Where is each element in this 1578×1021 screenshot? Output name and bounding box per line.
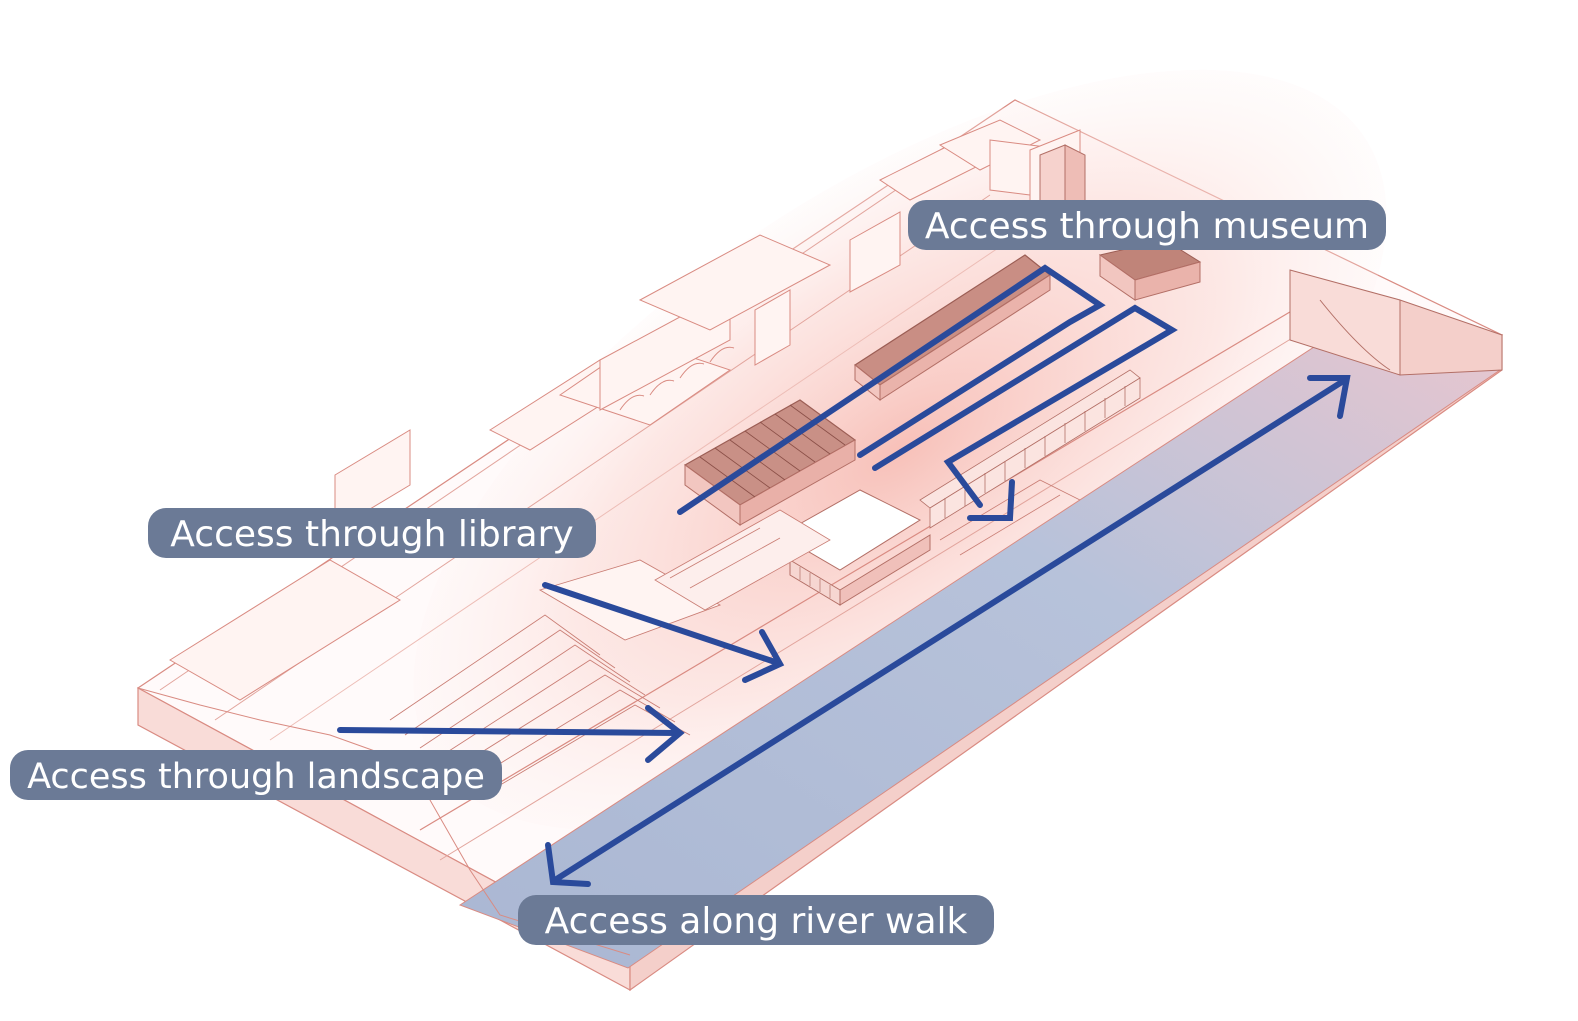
garden-paths (654, 479, 1081, 611)
river-walk-arrow (552, 377, 1348, 883)
colonnade (919, 369, 1141, 529)
museum-route-arrowhead (967, 479, 1015, 521)
site-model (136, 69, 1504, 992)
label-library: Access through library (148, 508, 596, 558)
arcade-arches (619, 346, 735, 411)
street-line-3 (269, 239, 1011, 741)
bridge-abutment (1289, 269, 1503, 376)
central-pavilion (778, 489, 931, 606)
river-walk-arrowhead-end (1307, 375, 1351, 419)
label-landscape: Access through landscape (10, 750, 502, 800)
museum-route-arrow-2 (872, 304, 1178, 508)
label-library-bg (148, 508, 596, 558)
museum-shed (853, 254, 1052, 402)
label-museum-text: Access through museum (925, 206, 1369, 247)
label-river-text: Access along river walk (545, 901, 968, 942)
museum-route-arrow-1 (677, 264, 1106, 515)
river-walk-edge-2 (439, 317, 1326, 861)
label-river: Access along river walk (518, 895, 994, 945)
library-route-arrow (542, 582, 778, 665)
river-walk-arrowhead-start (545, 842, 591, 887)
label-landscape-bg (10, 750, 502, 800)
label-library-text: Access through library (170, 514, 573, 555)
library-route-arrowhead (742, 629, 785, 683)
river-walk-edge (419, 299, 1311, 831)
label-museum: Access through museum (908, 200, 1386, 250)
label-landscape-text: Access through landscape (27, 757, 485, 797)
access-arrows (337, 264, 1351, 887)
label-river-bg (518, 895, 994, 945)
landscape-route-arrowhead (645, 705, 685, 763)
label-museum-bg (908, 200, 1386, 250)
landscape-route-arrow (337, 727, 681, 736)
